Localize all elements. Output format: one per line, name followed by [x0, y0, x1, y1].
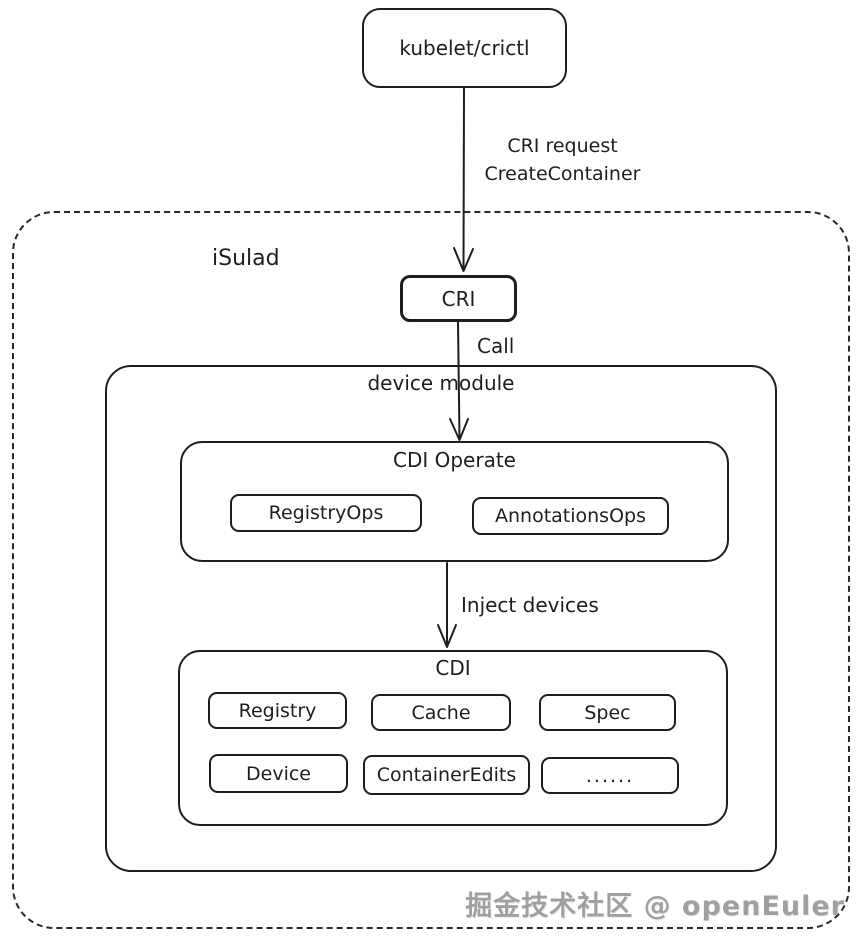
- cri-request-line1: CRI request: [507, 135, 618, 157]
- call-edge-label: Call: [477, 334, 515, 358]
- registry-ops-node: RegistryOps: [230, 494, 422, 532]
- cdi-box: [178, 650, 728, 826]
- device-module-label: device module: [367, 371, 515, 395]
- device-module-box: [105, 365, 777, 872]
- watermark-text: 掘金技术社区 @ openEuler: [465, 891, 845, 922]
- etc-node: ......: [541, 757, 679, 794]
- cdi-operate-box: [180, 441, 729, 562]
- cri-node: CRI: [400, 275, 517, 322]
- isulad-label: iSulad: [212, 246, 280, 271]
- container-edits-node: ContainerEdits: [363, 755, 530, 795]
- cdi-operate-label: CDI Operate: [393, 448, 516, 472]
- cri-request-line2: CreateContainer: [484, 163, 641, 185]
- kubelet-crictl-node: kubelet/crictl: [362, 8, 567, 88]
- isulad-container-box: [12, 211, 850, 929]
- inject-devices-edge-label: Inject devices: [461, 593, 599, 617]
- cri-request-edge-label: CRI request CreateContainer: [455, 132, 670, 188]
- registry-node: Registry: [208, 692, 347, 729]
- annotations-ops-node: AnnotationsOps: [472, 497, 669, 535]
- cdi-label: CDI: [435, 656, 471, 680]
- device-node: Device: [209, 754, 348, 793]
- spec-node: Spec: [539, 694, 676, 731]
- cache-node: Cache: [371, 694, 511, 731]
